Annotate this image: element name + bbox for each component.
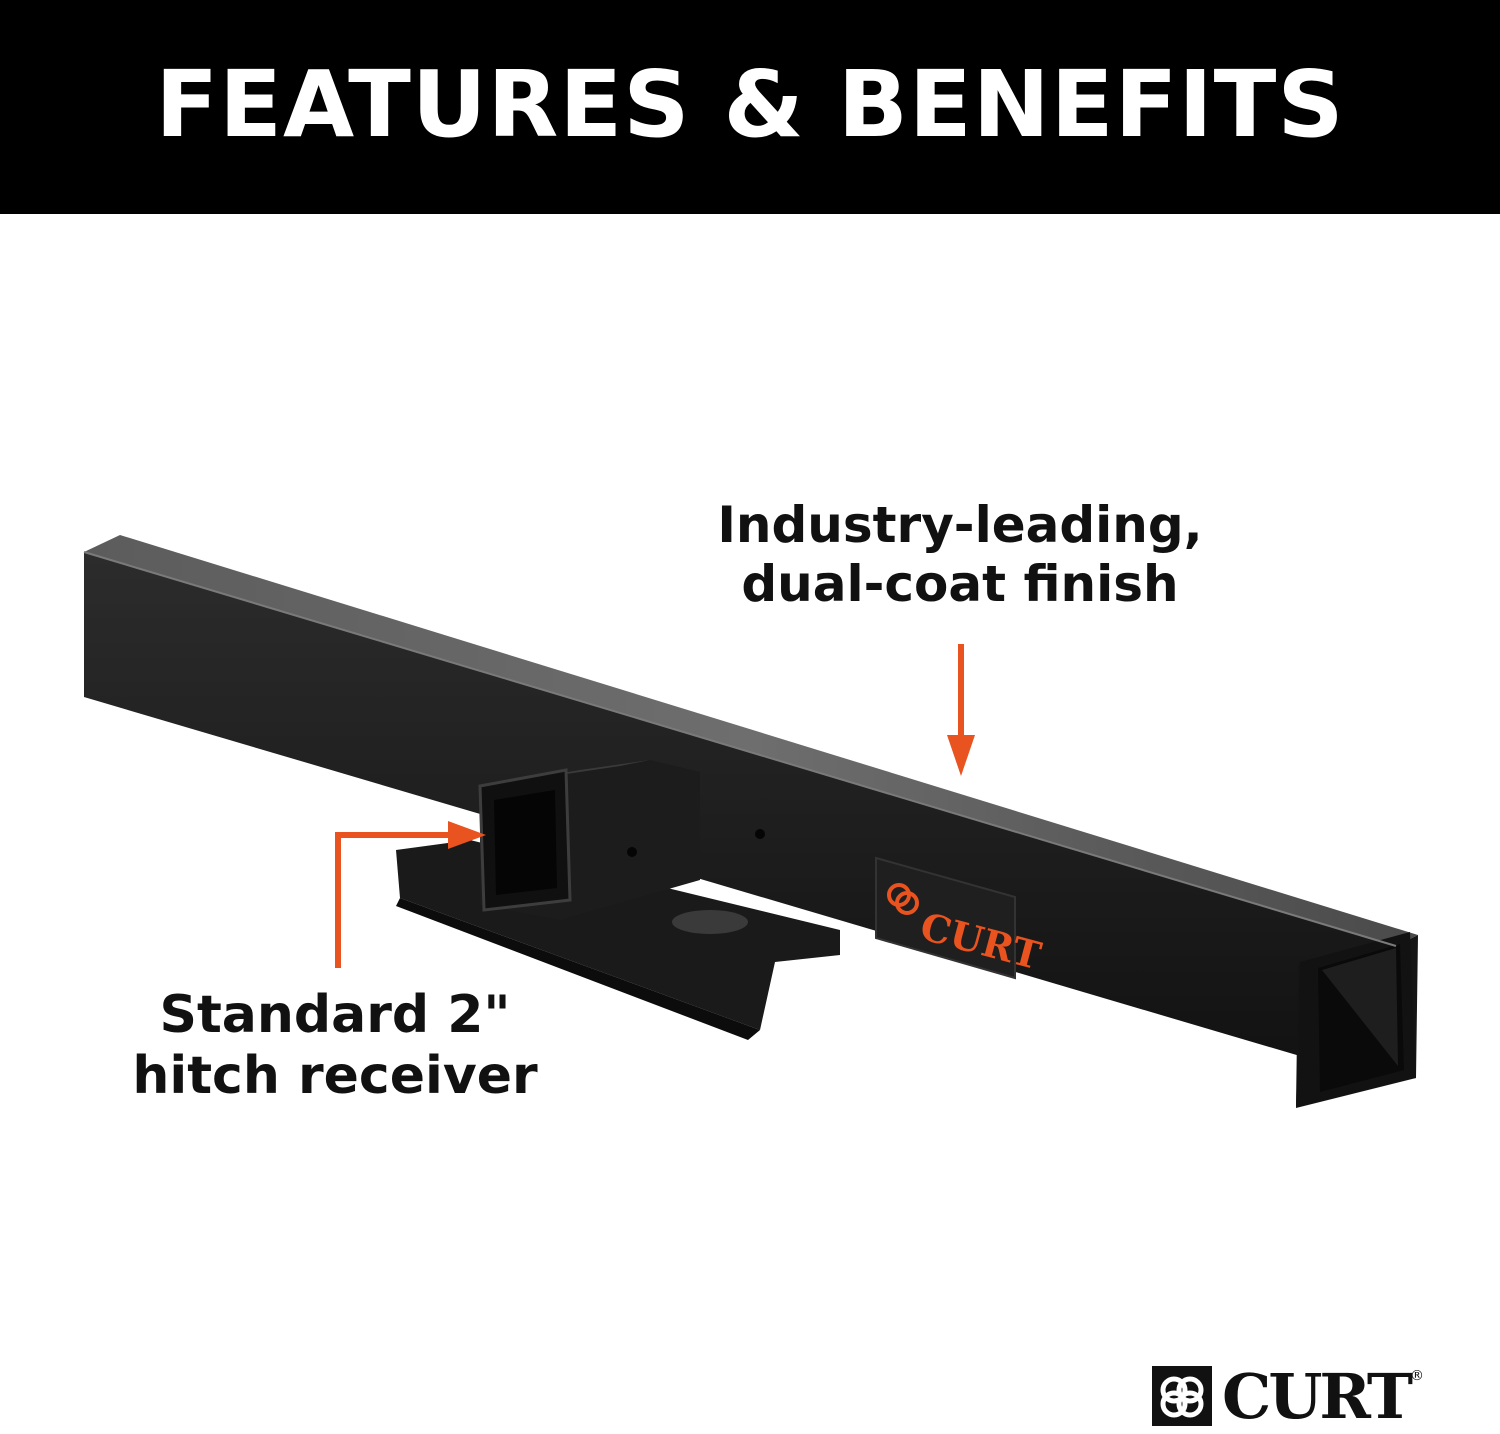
finish-callout-line-2: dual-coat finish (741, 555, 1179, 613)
page-title: FEATURES & BENEFITS (155, 50, 1345, 158)
receiver-callout-line-1: Standard 2" (159, 985, 511, 1045)
curt-link-icon (1152, 1366, 1212, 1426)
receiver-callout: Standard 2" hitch receiver (110, 985, 560, 1108)
receiver-callout-line-2: hitch receiver (132, 1046, 538, 1107)
crossbar-tube (83, 535, 1418, 1108)
finish-callout-line-1: Industry-leading, (717, 496, 1203, 554)
receiver-callout-arrow (335, 821, 486, 968)
brand-logo: CURT ® (1150, 1358, 1424, 1434)
brand-wordmark: CURT (1222, 1359, 1413, 1433)
receiver-tube (478, 760, 765, 920)
header-band: FEATURES & BENEFITS (0, 0, 1500, 214)
finish-callout-arrow (947, 644, 975, 776)
finish-callout: Industry-leading, dual-coat finish (700, 496, 1220, 614)
badge-logo-icon (887, 883, 919, 915)
brand-registered-mark: ® (1410, 1368, 1424, 1384)
